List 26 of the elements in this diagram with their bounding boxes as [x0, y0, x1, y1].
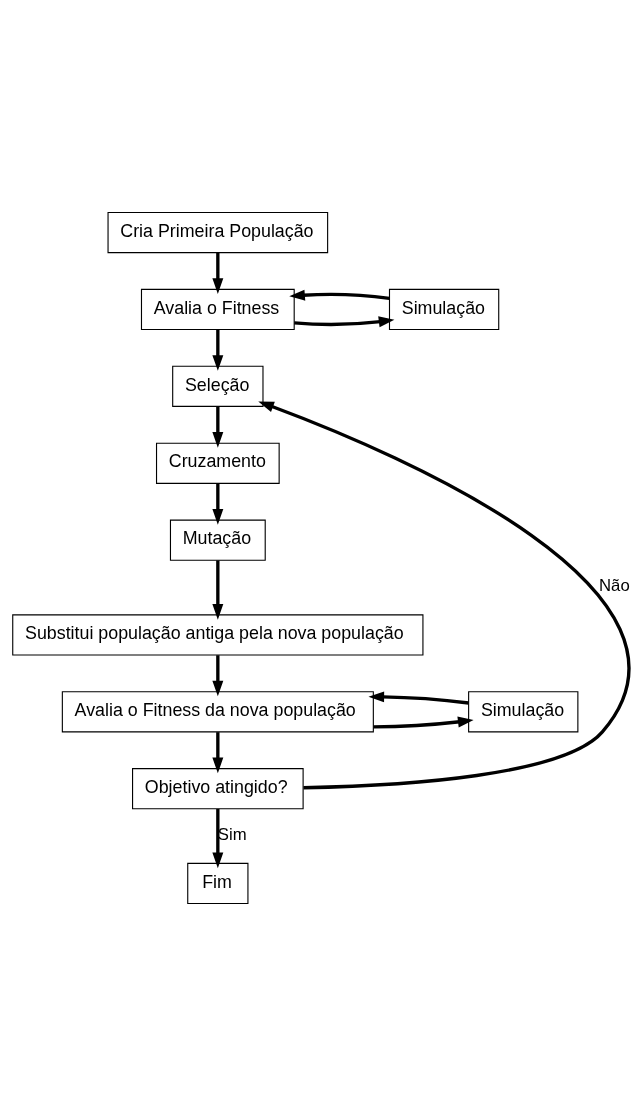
- arrow: [294, 316, 395, 328]
- arrow: [212, 732, 224, 774]
- arrow: [212, 483, 224, 525]
- node-box: Avalia o Fitness da nova população: [61, 691, 374, 733]
- node-box: Substitui população antiga pela nova população: [12, 614, 424, 656]
- arrow: [212, 406, 224, 448]
- node-box: Simulação: [388, 288, 500, 331]
- node-box: Seleção: [172, 365, 264, 407]
- edge-label: Não: [599, 576, 630, 596]
- arrow: [212, 560, 224, 620]
- arrow: [373, 716, 474, 729]
- arrow: [289, 289, 390, 301]
- node-box: Objetivo atingido?: [132, 768, 304, 810]
- arrow: [212, 655, 224, 697]
- arrow: [212, 252, 224, 294]
- arrow: [212, 329, 224, 371]
- node-box: Cruzamento: [155, 442, 280, 484]
- node-box: Cria Primeira População: [107, 211, 329, 254]
- arrow: [212, 809, 224, 869]
- edge-label: Sim: [217, 825, 247, 845]
- node-box: Mutação: [169, 519, 266, 561]
- arrow: [258, 401, 630, 790]
- arrow: [368, 691, 469, 705]
- node-box: Fim: [187, 862, 249, 905]
- node-box: Simulação: [468, 691, 579, 733]
- node-box: Avalia o Fitness: [140, 288, 295, 331]
